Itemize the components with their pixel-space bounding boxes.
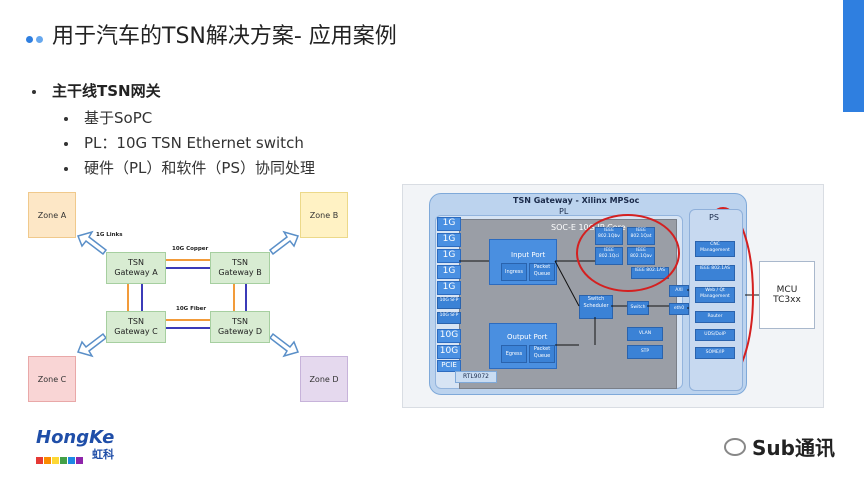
bullet-sub-text: 基于SoPC	[84, 109, 153, 127]
logo-square	[60, 457, 67, 464]
port-10g-2: 10G	[437, 345, 461, 359]
gateway-label: Gateway B	[218, 268, 262, 277]
zone-c: Zone C	[28, 356, 76, 402]
bullet-sub-1: 基于SoPC	[64, 107, 152, 128]
bullet-sub-3: 硬件（PL）和软件（PS）协同处理	[64, 157, 315, 178]
mcu-model: TC3xx	[773, 295, 801, 305]
gateway-label: Gateway C	[114, 327, 158, 336]
bullet-dot	[32, 89, 36, 94]
accent-bar	[843, 0, 864, 112]
zone-b: Zone B	[300, 192, 348, 238]
gateway-label: TSN	[232, 317, 248, 326]
pl-label: PL	[559, 207, 569, 216]
bullet-main-text: 主干线TSN网关	[52, 82, 161, 100]
port-1g-3: 1G	[437, 249, 461, 263]
stp-box: STP	[627, 345, 663, 359]
zone-a: Zone A	[28, 192, 76, 238]
ps-8021as: IEEE 802.1AS	[695, 265, 735, 281]
output-packet-queue: Packet Queue	[529, 345, 555, 363]
bullet-dot	[64, 116, 68, 121]
zone-d: Zone D	[300, 356, 348, 402]
ps-uds-doip: UDS/DoIP	[695, 329, 735, 341]
page-title: 用于汽车的TSN解决方案- 应用案例	[52, 24, 397, 49]
gateway-label: Gateway A	[114, 268, 158, 277]
ieee-qci: IEEE 802.1Qci	[595, 247, 623, 265]
port-pcie: PCIE	[437, 360, 461, 372]
bullet-main: 主干线TSN网关	[32, 80, 161, 101]
axi-box: AXI	[669, 285, 689, 297]
copper-label: 10G Copper	[172, 246, 209, 252]
right-diagram: TSN Gateway - Xilinx MPSoc PL SOC-E 10G …	[402, 184, 824, 408]
gateway-label: TSN	[128, 258, 144, 267]
port-1g-2: 1G	[437, 233, 461, 247]
port-1g-4: 1G	[437, 265, 461, 279]
vlan-box: VLAN	[627, 327, 663, 341]
bullet-sub-2: PL：10G TSN Ethernet switch	[64, 132, 304, 153]
mcu-box: MCU TC3xx	[759, 261, 815, 329]
port-1g-1: 1G	[437, 217, 461, 231]
watermark-text: Sub通讯	[752, 436, 835, 460]
logo-square	[68, 457, 75, 464]
ingress-box: Ingress	[501, 263, 527, 281]
bullet-sub-text: 硬件（PL）和软件（PS）协同处理	[84, 159, 315, 177]
title-dot-2	[36, 36, 43, 43]
logo-square	[76, 457, 83, 464]
ieee-qav: IEEE 802.1Qav	[627, 247, 655, 265]
ieee-qbv: IEEE 802.1Qbv	[595, 227, 623, 245]
logo-chinese: 虹科	[92, 448, 114, 461]
logo-squares	[36, 449, 84, 468]
ps-someip: SOME/IP	[695, 347, 735, 359]
hongke-logo: HongKe	[36, 427, 114, 448]
ieee-1as-pl: IEEE 802.1AS	[631, 267, 669, 279]
title-dot-1	[26, 36, 33, 43]
output-port-title: Output Port	[507, 333, 548, 341]
eth0-box: eth0	[669, 303, 689, 315]
logo-square	[44, 457, 51, 464]
gateway-label: TSN	[128, 317, 144, 326]
switch-box: Switch	[627, 301, 649, 315]
ps-cnc: CNC Management	[695, 241, 735, 257]
bullet-dot	[64, 141, 68, 146]
fiber-label: 10G Fiber	[176, 306, 207, 312]
input-packet-queue: Packet Queue	[529, 263, 555, 281]
egress-box: Egress	[501, 345, 527, 363]
mcu-label: MCU	[776, 285, 798, 295]
soc-label: SOC-E 10G IP Core	[551, 223, 626, 232]
gateway-label: Gateway D	[217, 327, 263, 336]
port-10g-1: 10G	[437, 329, 461, 343]
ps-label: PS	[709, 213, 719, 222]
sfp-2: 10G SFP	[437, 312, 461, 324]
switch-scheduler: Switch Scheduler	[579, 295, 613, 319]
title-dots	[26, 28, 46, 47]
gateway-label: TSN	[232, 258, 248, 267]
ps-router: Router	[695, 311, 735, 323]
links-label: 1G Links	[96, 232, 123, 238]
input-port-title: Input Port	[511, 251, 546, 259]
rtl-chip: RTL9072	[455, 371, 497, 383]
wechat-icon	[724, 437, 746, 456]
ieee-qat: IEEE 802.1Qat	[627, 227, 655, 245]
gateway-title: TSN Gateway - Xilinx MPSoc	[513, 196, 640, 205]
bullet-dot	[64, 166, 68, 171]
logo-name: HongKe	[36, 427, 115, 448]
ps-web-qt: Web / Qt Management	[695, 287, 735, 303]
port-1g-5: 1G	[437, 281, 461, 295]
bullet-sub-text: PL：10G TSN Ethernet switch	[84, 134, 304, 152]
sfp-1: 10G SFP	[437, 297, 461, 309]
logo-square	[36, 457, 43, 464]
logo-square	[52, 457, 59, 464]
watermark: Sub通讯	[724, 432, 835, 461]
